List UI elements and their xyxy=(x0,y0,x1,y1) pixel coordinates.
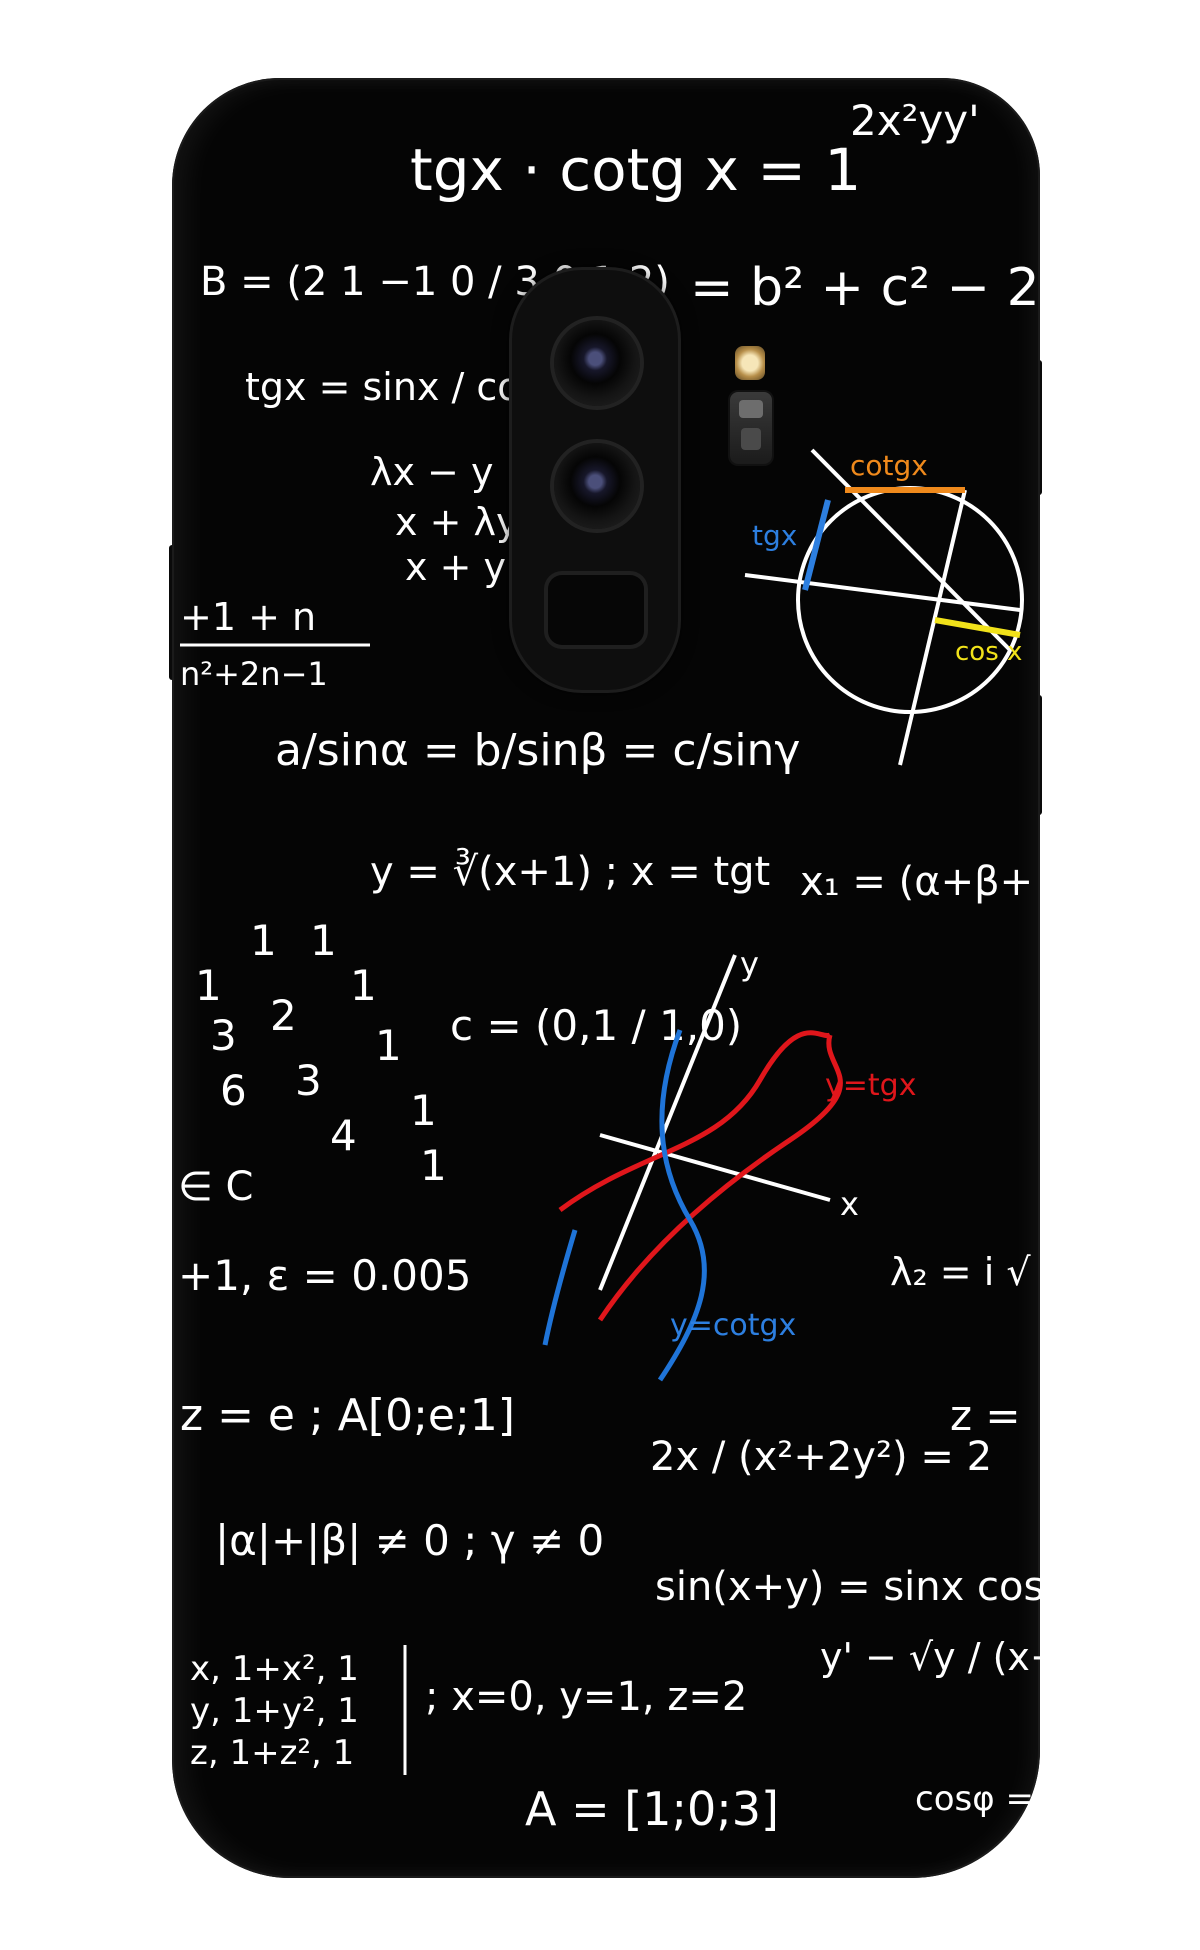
formula-epsilon: +1, ε = 0.005 xyxy=(178,1251,471,1300)
formula-lambda2: λ₂ = i √ xyxy=(890,1250,1031,1294)
formula-cos-phi: cosφ = xyxy=(915,1779,1034,1819)
x-axis-label: x xyxy=(840,1185,859,1223)
formula-system-1: λx − y + xyxy=(370,450,537,494)
digit: 6 xyxy=(220,1066,247,1115)
circle-horizontal xyxy=(744,573,1021,612)
scattered-digits: 1 1 1 1 2 1 3 6 3 1 4 1 xyxy=(195,916,447,1190)
formula-cosine-law: = b² + c² − 2 xyxy=(690,258,1040,318)
digit: 1 xyxy=(420,1141,447,1190)
formula-xyz: ; x=0, y=1, z=2 xyxy=(425,1674,747,1720)
digit: 1 xyxy=(350,961,377,1010)
formula-z: z = xyxy=(950,1391,1021,1440)
formula-tgx: tgx = sinx / cosx xyxy=(245,365,563,409)
formula-2x2yy: 2x²yy' xyxy=(850,96,980,145)
formula-matrix-c: c = (0,1 / 1,0) xyxy=(450,1001,742,1050)
camera-lens-icon xyxy=(554,443,640,529)
sensor-cutout xyxy=(730,392,772,464)
tg-curve-segment-2 xyxy=(597,1034,843,1322)
digit: 1 xyxy=(195,961,222,1010)
formula-z-e: z = e ; A[0;e;1] xyxy=(180,1390,515,1441)
formula-x1: x₁ = (α+β+ / β² xyxy=(800,859,1114,905)
digit: 1 xyxy=(410,1086,437,1135)
formula-sine-law: a/sinα = b/sinβ = c/sinγ xyxy=(275,725,800,776)
formula-fraction-2x: 2x / (x²+2y²) = 2 xyxy=(650,1434,992,1480)
unit-circle xyxy=(796,486,1024,714)
digit: 1 xyxy=(375,1021,402,1070)
tg-cotg-graph: y x y=tgx y=cotgx xyxy=(542,945,916,1382)
tg-curve-label: y=tgx xyxy=(825,1068,916,1103)
circle-axis xyxy=(898,489,967,766)
tg-segment xyxy=(802,499,831,591)
fingerprint-cutout xyxy=(548,575,644,645)
formula-series-top: +1 + n xyxy=(180,595,316,639)
unit-circle-diagram: cotgx tgx cos x xyxy=(744,448,1024,766)
formula-y-prime: y' − √y / (x+2) = xyxy=(820,1635,1145,1679)
matrix-row-2: y, 1+y², 1 xyxy=(190,1691,359,1731)
flash-icon xyxy=(735,346,765,380)
cotg-curve-segment xyxy=(657,1029,707,1382)
cosx-label: cos x xyxy=(955,637,1022,667)
y-axis-label: y xyxy=(740,945,759,983)
digit: 3 xyxy=(210,1011,237,1060)
formula-series-bottom: n²+2n−1 xyxy=(180,655,328,693)
formula-sin-sum: sin(x+y) = sinx cosy xyxy=(655,1564,1068,1610)
formula-in-c: ∈ C xyxy=(178,1164,254,1210)
cotg-curve-label: y=cotgx xyxy=(670,1308,796,1343)
tg-curve-segment xyxy=(558,1030,832,1213)
formula-system-2: x + λy xyxy=(395,500,518,544)
formula-a-vector: A = [1;0;3] xyxy=(525,1782,779,1836)
cos-segment xyxy=(934,617,1021,638)
y-axis xyxy=(598,954,737,1291)
tgx-label: tgx xyxy=(752,519,797,552)
matrix-row-3: z, 1+z², 1 xyxy=(190,1733,354,1773)
circle-diagonal xyxy=(810,448,1012,652)
cotg-curve-segment-2 xyxy=(542,1229,578,1346)
determinant-matrix: x, 1+x², 1 y, 1+y², 1 z, 1+z², 1 xyxy=(190,1645,407,1775)
formula-abs: |α|+|β| ≠ 0 ; γ ≠ 0 xyxy=(215,1516,604,1565)
digit: 2 xyxy=(270,991,297,1040)
digit: 4 xyxy=(330,1111,357,1160)
digit: 3 xyxy=(295,1056,322,1105)
digit: 1 xyxy=(310,916,337,965)
formula-cube-root: y = ∛(x+1) ; x = tgt xyxy=(370,847,770,895)
matrix-row-1: x, 1+x², 1 xyxy=(190,1649,359,1689)
formula-tg-cotg: tgx · cotg x = 1 xyxy=(410,136,861,204)
camera-lens-icon xyxy=(554,320,640,406)
digit: 1 xyxy=(250,916,277,965)
cotgx-label: cotgx xyxy=(850,449,928,482)
x-axis xyxy=(599,1133,831,1202)
formula-system-3: x + y xyxy=(405,545,506,589)
